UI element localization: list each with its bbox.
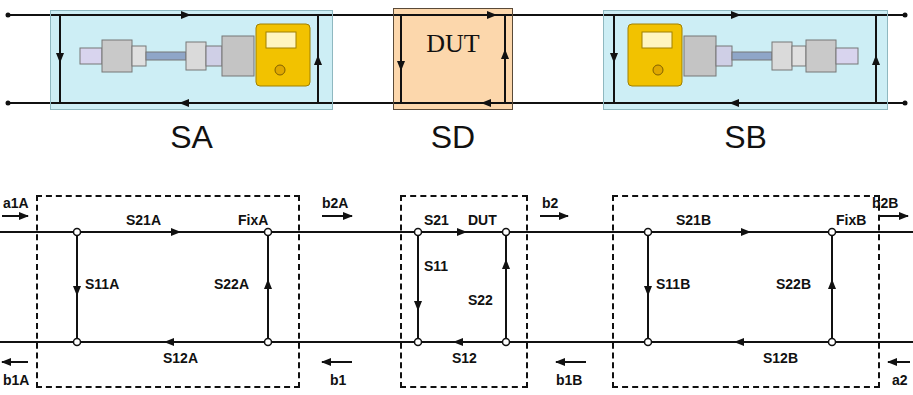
connector-line — [333, 15, 393, 103]
fixture-b-box: SB — [603, 10, 888, 110]
s-parameter-label: S11B — [656, 276, 690, 292]
s-parameter-name: SA — [51, 119, 332, 156]
block-title: DUT — [468, 212, 497, 228]
s-parameter-label: S12B — [763, 350, 798, 366]
s-parameter-label: S12 — [452, 350, 477, 366]
block-title: FixB — [836, 212, 866, 228]
wave-label: b2B — [872, 195, 898, 211]
s-parameter-label: S11A — [85, 276, 119, 292]
wave-label: b2A — [322, 195, 348, 211]
wave-label: b1A — [3, 372, 29, 388]
connector-line — [528, 232, 612, 342]
fixture-b-graph: FixB — [612, 195, 880, 388]
s-parameter-label: S12A — [163, 350, 198, 366]
connector-line — [300, 232, 400, 342]
dut-box: DUTSD — [393, 8, 513, 110]
connector-line — [513, 15, 603, 103]
s-parameter-name: SB — [604, 119, 887, 156]
wave-label: b1B — [556, 372, 582, 388]
s-parameter-label: S22A — [214, 276, 249, 292]
s-parameter-label: S11 — [424, 258, 448, 274]
s-parameter-label: S21A — [126, 212, 161, 228]
block-title: FixA — [238, 212, 268, 228]
wave-label: b1 — [330, 372, 346, 388]
s-parameter-label: S22B — [776, 276, 811, 292]
wave-label: a2 — [892, 372, 908, 388]
s-parameter-name: SD — [394, 119, 512, 156]
s-parameter-label: S21 — [424, 212, 449, 228]
wave-label: a1A — [3, 195, 29, 211]
s-parameter-label: S22 — [468, 292, 493, 308]
wave-label: b2 — [542, 195, 558, 211]
fixture-a-box: SA — [50, 10, 333, 110]
dut-title: DUT — [394, 29, 512, 59]
s-parameter-label: S21B — [676, 212, 711, 228]
